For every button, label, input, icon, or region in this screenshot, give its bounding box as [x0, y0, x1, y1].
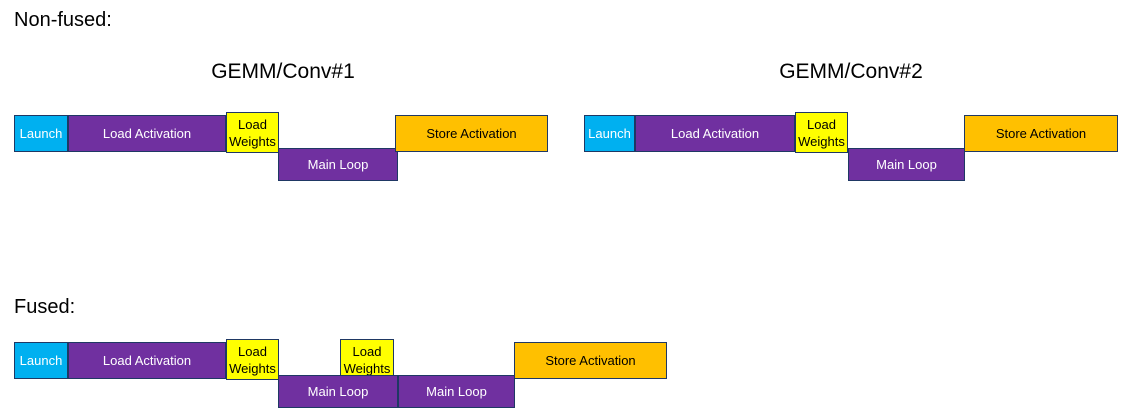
- load-weights-line-2: Weights: [798, 133, 845, 149]
- load-weights-line-1: Load: [352, 343, 382, 359]
- load-weights-line-1: Load: [807, 116, 836, 132]
- bar-load-activation-nonfused-1: Load Activation: [68, 115, 226, 152]
- bar-store-activation-fused: Store Activation: [514, 342, 667, 379]
- bar-launch-fused: Launch: [14, 342, 68, 379]
- bar-load-activation-nonfused-2: Load Activation: [635, 115, 795, 152]
- load-weights-line-1: Load: [238, 343, 267, 359]
- bar-main-loop-nonfused-1: Main Loop: [278, 148, 398, 181]
- bar-store-activation-nonfused-1: Store Activation: [395, 115, 548, 152]
- bar-main-loop-nonfused-2: Main Loop: [848, 148, 965, 181]
- fused-section-label: Fused:: [14, 296, 76, 318]
- bar-load-activation-fused: Load Activation: [68, 342, 226, 379]
- bar-load-weights-nonfused-2: Load Weights: [795, 112, 848, 153]
- bar-main-loop-fused-1: Main Loop: [278, 375, 398, 408]
- bar-load-weights-nonfused-1: Load Weights: [226, 112, 279, 153]
- non-fused-section-label: Non-fused:: [14, 9, 112, 31]
- load-weights-line-2: Weights: [229, 360, 276, 376]
- load-weights-line-1: Load: [238, 116, 267, 132]
- bar-load-weights-fused-2: Load Weights: [340, 339, 394, 380]
- group-title-gemm-conv-2: GEMM/Conv#2: [779, 60, 923, 83]
- load-weights-line-2: Weights: [343, 360, 391, 376]
- bar-launch-nonfused-2: Launch: [584, 115, 635, 152]
- bar-main-loop-fused-2: Main Loop: [398, 375, 515, 408]
- group-title-gemm-conv-1: GEMM/Conv#1: [211, 60, 355, 83]
- bar-load-weights-fused-1: Load Weights: [226, 339, 279, 380]
- bar-store-activation-nonfused-2: Store Activation: [964, 115, 1118, 152]
- load-weights-line-2: Weights: [229, 133, 276, 149]
- bar-launch-nonfused-1: Launch: [14, 115, 68, 152]
